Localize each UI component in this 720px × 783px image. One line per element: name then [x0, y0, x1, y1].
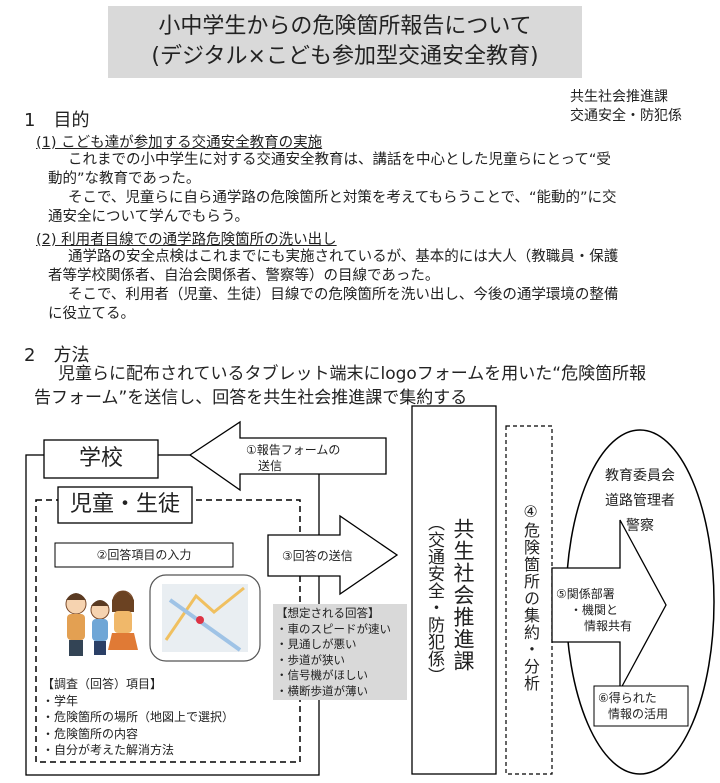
step5-line: ・機関と — [570, 603, 619, 617]
step6-line: 情報の活用 — [608, 707, 669, 721]
expected-item: ・見通しが悪い — [276, 637, 357, 651]
method-line1: 児童らに配布されているタブレット端末にlogoフォームを用いた“危険箇所報 — [58, 364, 647, 384]
item1-title-text: (1) こども達が参加する交通安全教育の実施 — [36, 135, 323, 151]
step3-label: ③回答の送信 — [282, 549, 353, 563]
school-label-box — [43, 439, 159, 479]
section2-heading: 2 方法 — [24, 345, 90, 366]
item1-p1b: 動的”な教育であった。 — [48, 171, 201, 187]
item1-title: (1) こども達が参加する交通安全教育の実施 — [36, 131, 322, 152]
department-line2: 交通安全・防犯係 — [570, 108, 682, 124]
expected-answers: 【想定される回答】 ・車のスピードが速い ・見通しが悪い ・歩道が狭い ・信号機… — [276, 606, 391, 699]
partner-item: 警察 — [626, 518, 654, 534]
step6-line: ⑥得られた — [598, 691, 657, 705]
step2-label: ②回答項目の入力 — [96, 548, 192, 562]
item1-p2a: そこで、児童らに自ら通学路の危険箇所と対策を考えてもらうことで、“能動的”に交 — [68, 190, 617, 206]
step5-label: ⑤関係部署 ・機関と 情報共有 — [556, 586, 632, 634]
survey-title: 【調査（回答）項目】 — [42, 677, 163, 691]
students-label: 児童・生徒 — [69, 492, 180, 517]
step5-line: ⑤関係部署 — [556, 587, 615, 601]
arrow-report-form — [188, 420, 387, 492]
step1-label: ①報告フォームの 送信 — [246, 443, 341, 473]
title-line1: 小中学生からの危険箇所報告について — [158, 14, 532, 39]
partner-item: 教育委員会 — [605, 468, 675, 484]
partners-list: 教育委員会 道路管理者 警察 — [586, 464, 694, 539]
map-pin — [196, 616, 204, 624]
item2-p1b: 者等学校関係者、自治会関係者、警察等）の目線であった。 — [48, 268, 440, 284]
arrow-send-answer — [267, 514, 399, 596]
step6-box — [593, 685, 689, 727]
section1-heading: 1 目的 — [24, 110, 90, 131]
survey-item: ・学年 — [42, 693, 79, 708]
survey-item: ・危険箇所の内容 — [42, 726, 139, 741]
expected-item: ・信号機がほしい — [276, 668, 368, 682]
dept-main-label: 共生社会推進課 — [451, 518, 475, 672]
expected-item: ・横断歩道が薄い — [276, 683, 368, 698]
title-box: 小中学生からの危険箇所報告について (デジタル×こども参加型交通安全教育) — [108, 6, 582, 78]
item2-p2a: そこで、利用者（児童、生徒）目線での危険箇所を洗い出し、今後の通学環境の整備 — [68, 287, 619, 303]
dept-box — [411, 405, 497, 775]
expected-title: 【想定される回答】 — [276, 606, 380, 620]
step4-label: ④危険箇所の集約・分析 — [521, 502, 540, 692]
students-label-box — [57, 486, 193, 524]
partner-item: 道路管理者 — [605, 493, 675, 509]
expected-item: ・歩道が狭い — [276, 652, 345, 667]
step5-line: 情報共有 — [584, 619, 633, 633]
method-line2: 告フォーム”を送信し、回答を共生社会推進課で集約する — [34, 388, 468, 408]
expected-item: ・車のスピードが速い — [276, 621, 391, 636]
item1-p2b: 通安全について学んでもらう。 — [48, 209, 249, 225]
analysis-box — [505, 425, 553, 775]
expected-answers-box — [273, 604, 407, 700]
survey-item: ・危険箇所の場所（地図上で選択） — [42, 710, 235, 724]
survey-items: 【調査（回答）項目】 ・学年 ・危険箇所の場所（地図上で選択） ・危険箇所の内容… — [42, 676, 234, 759]
arrow-share-info — [551, 519, 667, 691]
map-river — [168, 598, 242, 652]
survey-item: ・自分が考えた解消方法 — [42, 743, 175, 757]
item2-p2b: に役立てる。 — [48, 306, 135, 322]
item1-p1a: これまでの小中学生に対する交通安全教育は、講話を中心とした児童らにとって“受 — [68, 152, 611, 168]
step6-label: ⑥得られた 情報の活用 — [598, 690, 668, 722]
answer-input-box — [54, 542, 234, 568]
map-road — [164, 586, 245, 641]
item2-title: (2) 利用者目線での通学路危険箇所の洗い出し — [36, 228, 337, 249]
dept-sub-label: （交通安全・防犯係） — [424, 514, 444, 684]
children-illustration — [65, 590, 138, 656]
department-line1: 共生社会推進課 — [570, 89, 668, 105]
item2-p1a: 通学路の安全点検はこれまでにも実施されているが、基本的には大人（教職員・保護 — [68, 249, 619, 265]
item2-title-text: (2) 利用者目線での通学路危険箇所の洗い出し — [36, 232, 337, 248]
department-label: 共生社会推進課 交通安全・防犯係 — [570, 88, 682, 126]
school-label: 学校 — [78, 446, 123, 471]
title-line2: (デジタル×こども参加型交通安全教育) — [151, 44, 539, 69]
